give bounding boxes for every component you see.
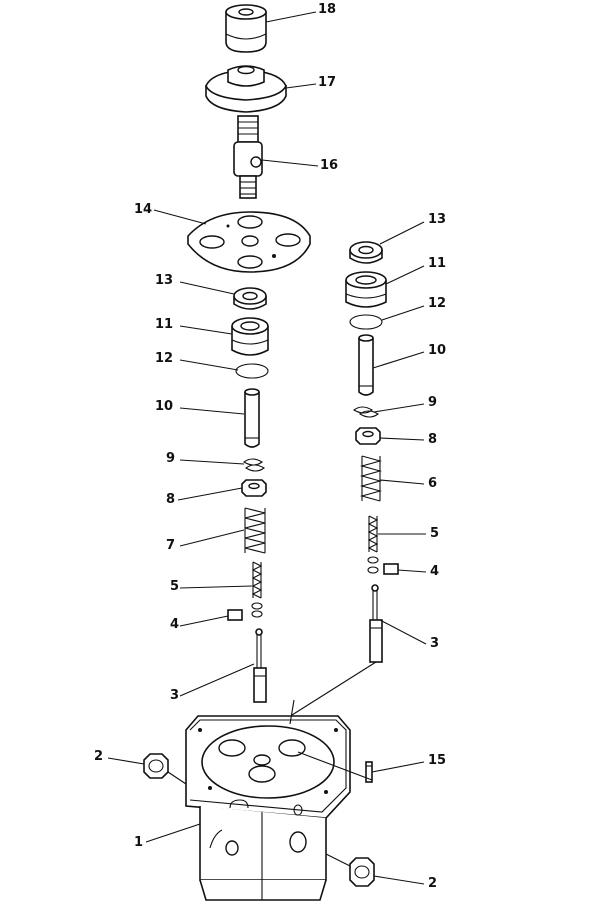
- leader-lines: [107, 11, 427, 885]
- callout-2-left: 2: [94, 749, 104, 764]
- part-18-nut: [225, 4, 267, 53]
- callout-2-right: 2: [428, 876, 438, 891]
- part-11-bushing-right: [345, 271, 387, 308]
- part-9-clip-right: [353, 406, 379, 418]
- callout-11-right: 11: [428, 256, 447, 271]
- callout-14: 14: [134, 202, 153, 217]
- part-11-bushing-left: [231, 317, 269, 356]
- part-17-flange: [205, 65, 287, 113]
- part-5-spring-right: [367, 515, 379, 553]
- callout-5-right: 5: [430, 526, 440, 541]
- callout-5-left: 5: [170, 579, 180, 594]
- part-12-oring-left: [235, 363, 269, 379]
- callout-8-right: 8: [428, 432, 438, 447]
- right-stack: [291, 241, 399, 716]
- part-7-spring: [244, 507, 266, 554]
- part-9-clip-left: [243, 458, 265, 472]
- callout-3-left: 3: [170, 688, 180, 703]
- callout-9-right: 9: [428, 395, 438, 410]
- part-3-plunger-left: [253, 628, 267, 703]
- callout-17: 17: [318, 75, 337, 90]
- callout-13-right: 13: [428, 212, 447, 227]
- part-1-body: [185, 699, 351, 901]
- part-8-nut-right: [355, 427, 381, 445]
- part-6-spring: [359, 455, 383, 502]
- callout-16: 16: [320, 158, 339, 173]
- assembly-line-right: [291, 661, 377, 716]
- part-12-oring-right: [349, 314, 383, 330]
- part-2-plug-right: [349, 857, 375, 887]
- callout-3-right: 3: [430, 636, 440, 651]
- callout-10-left: 10: [155, 399, 174, 414]
- part-10-piston-left: [244, 388, 260, 448]
- callout-8-left: 8: [166, 492, 176, 507]
- callout-12-right: 12: [428, 296, 447, 311]
- part-5-spring-left: [251, 561, 263, 599]
- callout-7: 7: [166, 538, 176, 553]
- part-3-plunger-right: [369, 584, 383, 663]
- left-stack: [227, 287, 269, 703]
- part-4-washers-right: [367, 556, 399, 575]
- part-10-piston-right: [358, 334, 374, 396]
- callout-10-right: 10: [428, 343, 447, 358]
- callout-4-right: 4: [430, 564, 440, 579]
- callout-12-left: 12: [155, 351, 174, 366]
- callout-1: 1: [134, 835, 144, 850]
- callout-4-left: 4: [170, 617, 180, 632]
- callout-15: 15: [428, 753, 447, 768]
- callout-6: 6: [428, 476, 438, 491]
- part-13-retainer-right: [349, 241, 383, 264]
- part-8-nut-left: [241, 479, 267, 497]
- part-16-joint: [233, 115, 263, 199]
- callout-11-left: 11: [155, 317, 174, 332]
- part-2-plug-left: [143, 753, 169, 779]
- callout-9-left: 9: [166, 451, 176, 466]
- callout-18: 18: [318, 2, 337, 17]
- part-4-washers-left: [227, 602, 263, 621]
- callout-13-left: 13: [155, 273, 174, 288]
- part-14-plate: [187, 211, 311, 273]
- part-13-retainer-left: [233, 287, 267, 310]
